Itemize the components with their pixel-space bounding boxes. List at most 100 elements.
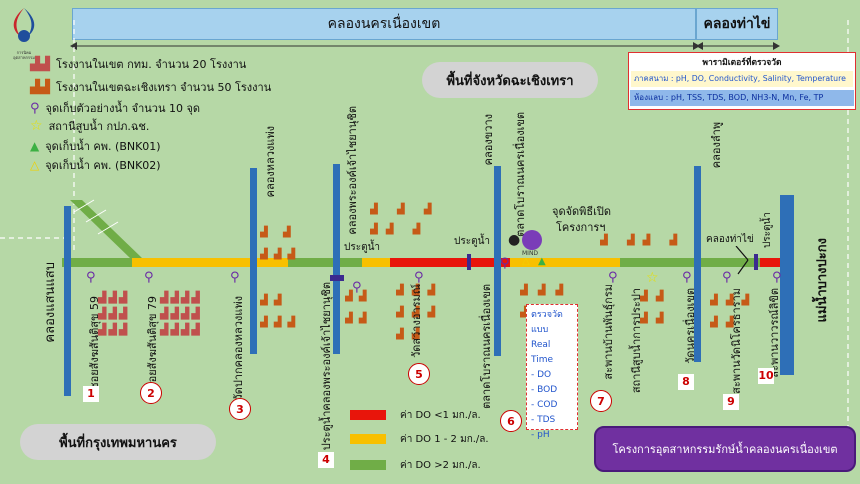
khlong-tha-khai-label: คลองท่าไข่	[706, 234, 754, 245]
exhibit-line1: จุดจัดพิธีเปิด	[552, 205, 612, 218]
factory-icon-orange: ▟▟	[30, 79, 50, 95]
realtime-item-tds: - TDS	[531, 415, 556, 425]
do-legend-green-swatch	[350, 460, 386, 470]
province-label: พื้นที่จังหวัดฉะเชิงเทรา	[422, 62, 598, 98]
map-pin-icon: ●	[508, 232, 521, 248]
sampling-point-2: ⚲	[144, 270, 154, 285]
gate-2-label: ประตูน้ำ	[454, 236, 491, 247]
pump-station-star: ☆	[646, 270, 659, 286]
site-6-number: 6	[500, 410, 522, 432]
factory-cluster-cc-1: ▟ ▟▟▟▟	[260, 227, 302, 260]
site-1-name: ซอยสังฆสันติสุข 59	[88, 296, 101, 390]
realtime-item-ph: - pH	[531, 430, 550, 440]
canal-segment-yellow-3	[510, 258, 620, 267]
site-3-number: 3	[229, 398, 251, 420]
factory-cluster-bkk-1: ▟▟▟▟▟▟▟▟▟	[98, 291, 130, 336]
gate-1-marker	[330, 275, 344, 281]
site-10-number: 10	[758, 368, 774, 384]
canal-prawet-label: คลองพระองค์เจ้าไชยานุชิต	[346, 106, 359, 235]
site-10-name: สะพานวาวรณ์ลิขิต	[768, 288, 781, 378]
gate-2-marker	[467, 254, 471, 270]
realtime-box: ตรวจวัดแบบ Real Time - DO - BOD - COD - …	[526, 304, 578, 440]
triangle-yellow-icon: △	[30, 158, 40, 172]
sampling-point-3: ⚲	[230, 270, 240, 285]
sampling-point-8: ⚲	[682, 270, 692, 285]
tha-khai-break	[735, 246, 749, 275]
pump-station-name: สถานีสูบน้ำการประปา	[630, 288, 643, 394]
factory-cluster-cc-5: ▟▟▟▟▟▟▟▟	[396, 285, 444, 340]
parameters-lab: ห้องแลบ : pH, TSS, TDS, BOD, NH3-N, Mn, …	[630, 90, 854, 106]
legend-item-sampling: ⚲ จุดเก็บตัวอย่างน้ำ จำนวน 10 จุด	[30, 100, 201, 116]
site-8-number: 8	[678, 374, 694, 390]
site-3-name: วัดปากคลองหลวงแพ่ง	[232, 296, 245, 401]
canal-segment-green-1	[62, 258, 132, 267]
site-7-number: 7	[590, 390, 612, 412]
do-legend-red-label: ค่า DO <1 มก./ล.	[400, 410, 481, 421]
canal-segment-red-2	[760, 258, 780, 267]
site-1-number: 1	[83, 386, 99, 402]
site-2-name: ซอยสังฆสันติสุข 79	[146, 296, 159, 390]
site-5-number: 5	[408, 363, 430, 385]
legend-item-bkk-factory: ▟▟ โรงงานในเขต กทม. จำนวน 20 โรงงาน	[30, 56, 247, 72]
market-label-top: ตลาดโบราณนครเนื่องเขต	[514, 112, 527, 237]
sampling-point-6: ⚲	[500, 256, 510, 271]
diagonal-channel	[70, 199, 142, 258]
realtime-title: ตรวจวัดแบบ	[531, 310, 563, 335]
site-4-number: 4	[318, 452, 334, 468]
factory-cluster-cc-2: ▟▟▟▟▟	[260, 295, 302, 328]
logo: การนิคมอุตสาหกรรม	[6, 6, 42, 60]
river-bang-pakong	[780, 195, 794, 375]
legend-item-bnk01: ▲ จุดเก็บน้ำ คพ. (BNK01)	[30, 139, 161, 153]
legend-item-bnk02: △ จุดเก็บน้ำ คพ. (BNK02)	[30, 158, 161, 172]
sampling-point-1: ⚲	[86, 270, 96, 285]
canal-luang-phaeng	[250, 168, 257, 354]
extent-arrow	[70, 42, 780, 50]
site-6-name: ตลาดโบราณนครเนื่องเขต	[480, 284, 493, 409]
star-icon: ☆	[30, 118, 43, 134]
logo-text: การนิคมอุตสาหกรรม	[13, 50, 35, 60]
site-4-name: ประตูน้ำคลองพระองค์เจ้าไชยานุชิต	[320, 282, 333, 451]
factory-cluster-bkk-2: ▟▟▟▟▟▟▟▟▟▟▟▟	[160, 291, 202, 336]
realtime-item-do: - DO	[531, 370, 552, 380]
site-7-name: สะพานบ้านพันธุ์กรม	[602, 284, 615, 380]
mind-logo	[522, 230, 542, 250]
band-nakhon-nueang-khet: คลองนครเนื่องเขต	[72, 8, 696, 40]
factory-cluster-cc-9: ▟▟▟▟▟	[710, 295, 758, 328]
realtime-item-bod: - BOD	[531, 385, 558, 395]
sampling-point-10: ⚲	[772, 270, 782, 285]
gate-1-label: ประตูน้ำ	[344, 242, 381, 253]
river-bang-pakong-label: แม่น้ำบางปะกง	[815, 238, 830, 323]
exhibit-line2: โครงการฯ	[556, 221, 606, 234]
do-legend-green-label: ค่า DO >2 มก./ล.	[400, 460, 481, 471]
factory-icon-red: ▟▟	[30, 56, 50, 72]
bangkok-label: พื้นที่กรุงเทพมหานคร	[20, 424, 216, 460]
site-9-number: 9	[723, 394, 739, 410]
band-tha-khai: คลองท่าไข่	[696, 8, 778, 40]
canal-khwang	[494, 166, 501, 356]
canal-saensaep	[64, 206, 71, 396]
magnifier-icon: ⚲	[30, 100, 40, 116]
canal-lam-pu-label: คลองลำพู	[710, 122, 723, 169]
realtime-subtitle: Real Time	[531, 340, 554, 365]
mind-logo-text: MIND	[522, 250, 539, 257]
canal-lam-pu	[694, 166, 701, 362]
canal-segment-green-2	[288, 258, 362, 267]
factory-cluster-cc-7: ▟ ▟▟ ▟	[600, 235, 686, 246]
do-legend-yellow-label: ค่า DO 1 - 2 มก./ล.	[400, 434, 489, 445]
sampling-point-9: ⚲	[722, 270, 732, 285]
sampling-point-5: ⚲	[414, 270, 424, 285]
canal-prawet	[333, 164, 340, 354]
canal-luang-phaeng-label: คลองหลวงแพ่ง	[264, 126, 277, 198]
gate-3-marker	[754, 254, 758, 270]
factory-cluster-cc-4: ▟ ▟ ▟▟▟ ▟	[370, 204, 440, 235]
site-8-name: วัดนครเนื่องเขต	[684, 288, 697, 364]
bnk02-marker: △	[522, 256, 530, 267]
legend-item-pump: ☆ สถานีสูบน้ำ กปภ.ฉช.	[30, 118, 150, 134]
sampling-point-7: ⚲	[608, 270, 618, 285]
do-legend-yellow-swatch	[350, 434, 386, 444]
canal-segment-yellow-2	[362, 258, 390, 267]
parameters-field: ภาคสนาม : pH, DO, Conductivity, Salinity…	[631, 71, 853, 87]
canal-saensaep-label: คลองแสนแสบ	[43, 262, 58, 343]
factory-cluster-cc-8: ▟▟▟▟	[640, 291, 672, 324]
canal-segment-green-3	[620, 258, 760, 267]
